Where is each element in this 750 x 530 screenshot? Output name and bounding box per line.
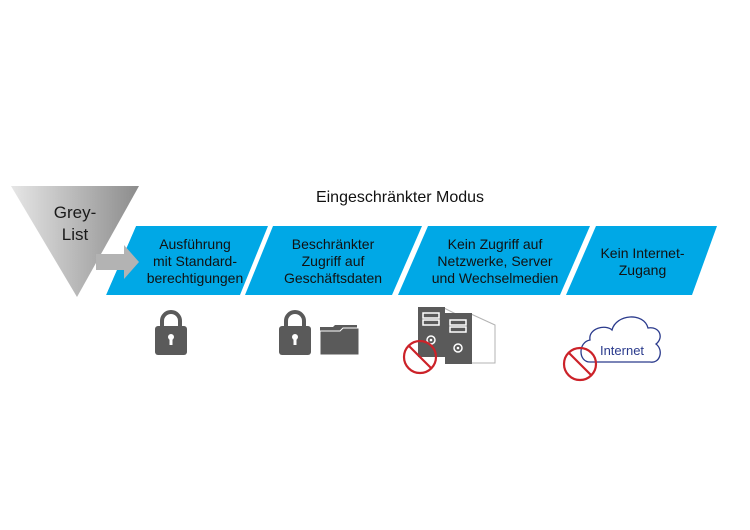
grey-list-line-2: List [61,225,89,244]
step-label-1: Ausführung mit Standard- berechtigungen [140,236,250,287]
step-4-line-2: Zugang [618,262,667,278]
diagram-title: Eingeschränkter Modus [315,189,485,206]
folder-icon [319,325,360,356]
step-label-4: Kein Internet- Zugang [585,245,700,279]
lock-icon [155,310,187,355]
step-segment-3 [398,226,590,295]
step-1-line-3: berechtigungen [146,270,244,286]
step-2-line-3: Geschäftsdaten [283,270,383,286]
grey-list-line-1: Grey- [53,203,97,222]
step-3-line-1: Kein Zugriff auf [447,236,543,252]
step-1-line-1: Ausführung [159,236,231,252]
step-label-2: Beschränkter Zugriff auf Geschäftsdaten [268,236,398,287]
internet-label: Internet [600,343,644,358]
server-icon-2 [445,313,496,364]
grey-list-label: Grey- List [30,202,120,246]
step-label-3: Kein Zugriff auf Netzwerke, Server und W… [420,236,570,287]
step-3-line-2: Netzwerke, Server [437,253,553,269]
step-1-line-2: mit Standard- [152,253,238,269]
grey-list-funnel [11,186,139,297]
step-2-line-2: Zugriff auf [301,253,365,269]
step-3-line-3: und Wechselmedien [431,270,559,286]
step-segment-1 [106,226,268,295]
prohibited-icon-2 [562,346,598,382]
step-segment-2 [245,226,422,295]
flow-arrow-icon [96,245,139,279]
step-4-line-1: Kein Internet- [600,245,685,261]
step-segment-4 [566,226,717,295]
lock-icon-2 [279,310,311,355]
cloud-icon: Internet [580,316,661,363]
prohibited-icon [402,339,438,375]
step-2-line-1: Beschränkter [291,236,375,252]
